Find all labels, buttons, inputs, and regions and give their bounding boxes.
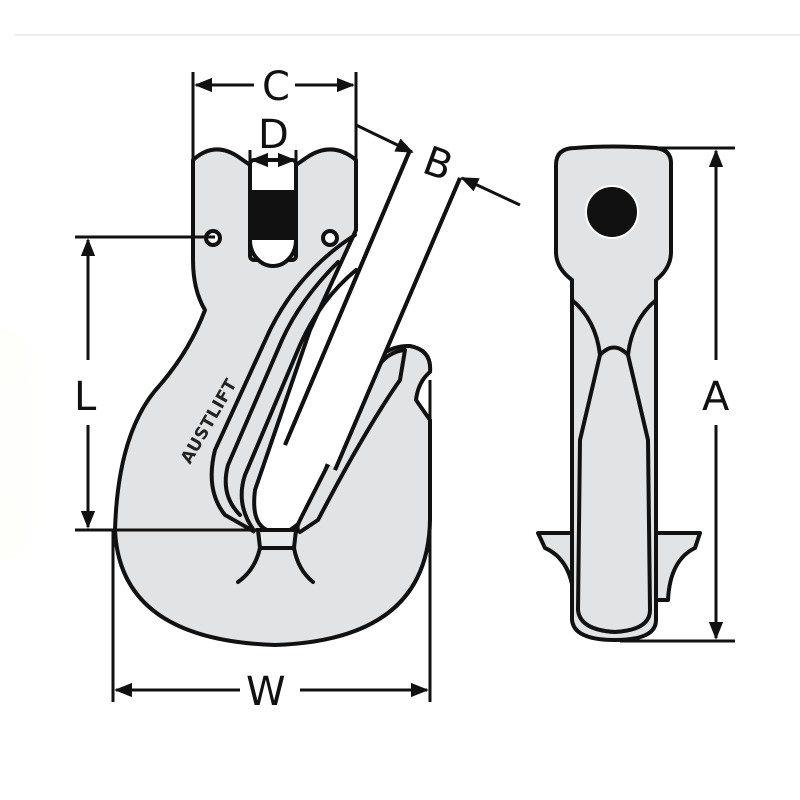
saddle-curve-left bbox=[236, 546, 262, 584]
side-pin-hole bbox=[585, 185, 639, 239]
dimension-a: A bbox=[620, 146, 735, 643]
clevis-pin-black bbox=[252, 190, 294, 240]
label-c: C bbox=[262, 64, 290, 110]
label-l: L bbox=[74, 374, 97, 420]
side-view bbox=[536, 144, 702, 642]
label-w: W bbox=[246, 669, 286, 715]
saddle-curve-right bbox=[292, 546, 315, 584]
dimension-w: W bbox=[111, 380, 432, 715]
clevis-slot-bottom bbox=[248, 239, 298, 268]
chain-link-bar-fill bbox=[287, 152, 458, 468]
label-d: D bbox=[258, 112, 289, 158]
dimension-d: D bbox=[248, 112, 298, 175]
saddle-band bbox=[255, 528, 299, 550]
faded-edge-artifact bbox=[0, 330, 40, 560]
dimension-b: B bbox=[355, 123, 521, 207]
dimension-l: L bbox=[74, 235, 258, 532]
throat-slot-inner bbox=[223, 260, 340, 517]
side-flank-right bbox=[626, 298, 658, 356]
label-a: A bbox=[702, 374, 730, 420]
side-tongue bbox=[576, 345, 652, 634]
pin-hole-right bbox=[321, 229, 339, 247]
top-separator-line bbox=[15, 34, 800, 36]
front-view: AUSTLIFT bbox=[113, 147, 462, 647]
dimension-c: C bbox=[191, 64, 358, 160]
throat-slot bbox=[209, 233, 358, 534]
side-flank-left bbox=[570, 298, 602, 356]
